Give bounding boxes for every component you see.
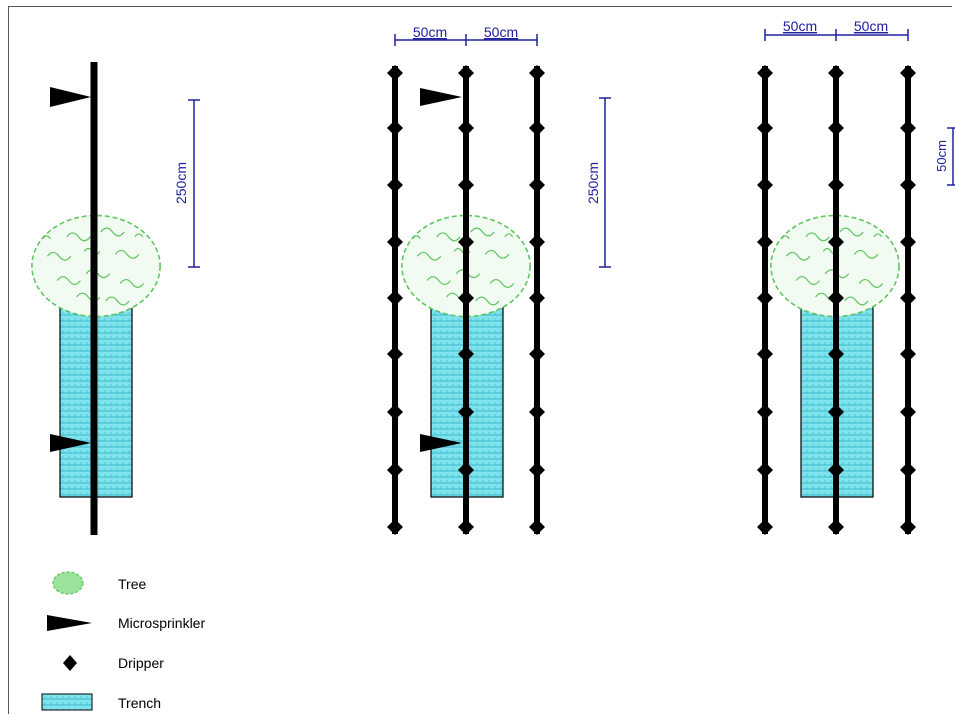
dripper-2c-9 (529, 519, 545, 535)
dripper-2c-1 (529, 65, 545, 81)
dripper-2b-8 (458, 462, 474, 478)
dimension-vertical-2 (599, 97, 611, 268)
dripper-3c-3 (900, 177, 916, 193)
microsprinkler-2a (420, 88, 462, 106)
dripper-3b-3 (828, 177, 844, 193)
legend-label-dripper: Dripper (118, 655, 164, 671)
dripper-2a-3 (387, 177, 403, 193)
legend-label-trench: Trench (118, 695, 161, 711)
dimension-horizontal-3 (764, 29, 909, 41)
dripper-2b-4 (458, 234, 474, 250)
dripper-3c-4 (900, 234, 916, 250)
trench-icon (41, 693, 93, 711)
dripper-3c-9 (900, 519, 916, 535)
dripper-2c-6 (529, 346, 545, 362)
dripper-2c-3 (529, 177, 545, 193)
dripper-2a-1 (387, 65, 403, 81)
dripper-2b-1 (458, 65, 474, 81)
legend-item-dripper: Dripper (63, 655, 164, 671)
microsprinkler-1a (50, 87, 91, 107)
dripper-2b-6 (458, 346, 474, 362)
dripper-2b-5 (458, 290, 474, 306)
dripper-3c-5 (900, 290, 916, 306)
dripper-2a-8 (387, 462, 403, 478)
dripper-3c-2 (900, 120, 916, 136)
dripper-2a-7 (387, 404, 403, 420)
dripper-3a-1 (757, 65, 773, 81)
dripper-2a-6 (387, 346, 403, 362)
legend-item-microsprinkler: Microsprinkler (47, 615, 205, 631)
dripper-2a-9 (387, 519, 403, 535)
dimension-label-3b: 50cm (854, 18, 888, 34)
dripper-2b-9 (458, 519, 474, 535)
dripper-2a-5 (387, 290, 403, 306)
dimension-label-vertical-3: 50cm (934, 140, 949, 172)
dripper-2c-4 (529, 234, 545, 250)
dripper-2c-7 (529, 404, 545, 420)
lateral-lines-3 (757, 65, 916, 535)
dripper-3b-4 (828, 234, 844, 250)
dripper-3a-3 (757, 177, 773, 193)
tree-icon (52, 571, 84, 595)
legend-label-tree: Tree (118, 576, 146, 592)
dripper-3a-2 (757, 120, 773, 136)
diagram-frame (8, 6, 952, 714)
dripper-3c-8 (900, 462, 916, 478)
dripper-2c-5 (529, 290, 545, 306)
dripper-2b-2 (458, 120, 474, 136)
dripper-3b-6 (828, 346, 844, 362)
dripper-2b-7 (458, 404, 474, 420)
panel-3-drip-layout: 50cm 50cm 50cm (757, 18, 955, 535)
dripper-2c-8 (529, 462, 545, 478)
dripper-3b-1 (828, 65, 844, 81)
dripper-2a-4 (387, 234, 403, 250)
dripper-3a-6 (757, 346, 773, 362)
dripper-2b-3 (458, 177, 474, 193)
dimension-vertical-3 (947, 127, 955, 186)
microsprinkler-2b (420, 434, 462, 452)
dripper-3b-8 (828, 462, 844, 478)
dripper-3a-5 (757, 290, 773, 306)
dimension-horizontal-2 (394, 34, 538, 46)
legend-item-tree: Tree (52, 571, 146, 595)
dripper-3a-7 (757, 404, 773, 420)
panel-2-combined-layout: 50cm 50cm 250cm (387, 24, 611, 535)
dimension-label-2a: 50cm (413, 24, 447, 40)
dimension-label-2b: 50cm (484, 24, 518, 40)
legend-label-microsprinkler: Microsprinkler (118, 615, 205, 631)
dimension-label-vertical-1: 250cm (173, 162, 189, 204)
dripper-icon (63, 655, 77, 671)
microsprinkler-icon (47, 615, 92, 631)
dripper-3a-4 (757, 234, 773, 250)
dripper-3b-7 (828, 404, 844, 420)
dripper-3b-5 (828, 290, 844, 306)
dimension-label-3a: 50cm (783, 18, 817, 34)
dripper-3c-7 (900, 404, 916, 420)
dripper-3c-1 (900, 65, 916, 81)
dripper-3a-9 (757, 519, 773, 535)
dripper-3a-8 (757, 462, 773, 478)
legend-item-trench: Trench (41, 693, 161, 711)
dripper-3c-6 (900, 346, 916, 362)
dripper-3b-9 (828, 519, 844, 535)
legend: Tree Microsprinkler Dripper Trench (41, 571, 205, 711)
dripper-3b-2 (828, 120, 844, 136)
microsprinkler-1b (50, 434, 91, 452)
dripper-2a-2 (387, 120, 403, 136)
panel-1-microsprinkler-layout: 250cm (31, 62, 200, 535)
dimension-label-vertical-2: 250cm (585, 162, 601, 204)
lateral-lines-2 (387, 65, 545, 535)
dripper-2c-2 (529, 120, 545, 136)
dimension-vertical-1 (188, 99, 200, 268)
